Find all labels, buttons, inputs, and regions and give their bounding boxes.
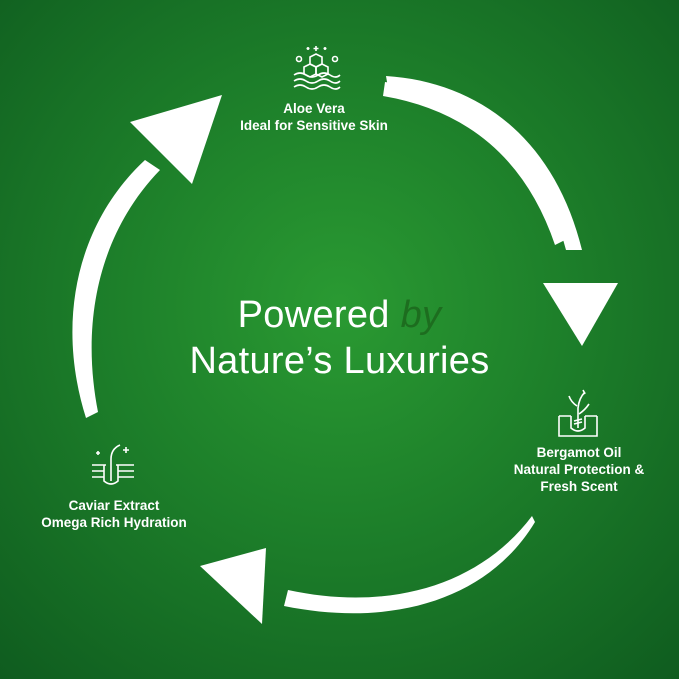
hair-follicle-icon — [555, 388, 601, 440]
headline-powered: Powered — [237, 294, 390, 336]
hair-skin-icon — [90, 441, 136, 487]
headline-line-1: Powered by — [0, 292, 679, 338]
arrow-aloe-to-bergamot — [383, 76, 618, 346]
feature-benefit-line2: Fresh Scent — [540, 479, 618, 494]
feature-name: Caviar Extract — [68, 498, 160, 513]
arrow-bergamot-to-caviar — [200, 516, 535, 624]
skin-cells-icon — [290, 45, 344, 93]
feature-benefit: Ideal for Sensitive Skin — [240, 118, 388, 133]
feature-name: Bergamot Oil — [536, 445, 622, 460]
feature-caviar-extract: Caviar Extract Omega Rich Hydration — [14, 497, 214, 531]
feature-name: Aloe Vera — [283, 101, 345, 116]
headline: Powered by Nature’s Luxuries — [0, 292, 679, 384]
feature-bergamot-oil: Bergamot Oil Natural Protection & Fresh … — [484, 444, 674, 495]
feature-benefit-line1: Natural Protection & — [513, 462, 645, 477]
arrow-caviar-to-aloe — [72, 95, 222, 418]
headline-accent: by — [400, 294, 442, 336]
feature-aloe-vera: Aloe Vera Ideal for Sensitive Skin — [214, 100, 414, 134]
headline-line-2: Nature’s Luxuries — [189, 340, 490, 382]
feature-benefit: Omega Rich Hydration — [41, 515, 187, 530]
